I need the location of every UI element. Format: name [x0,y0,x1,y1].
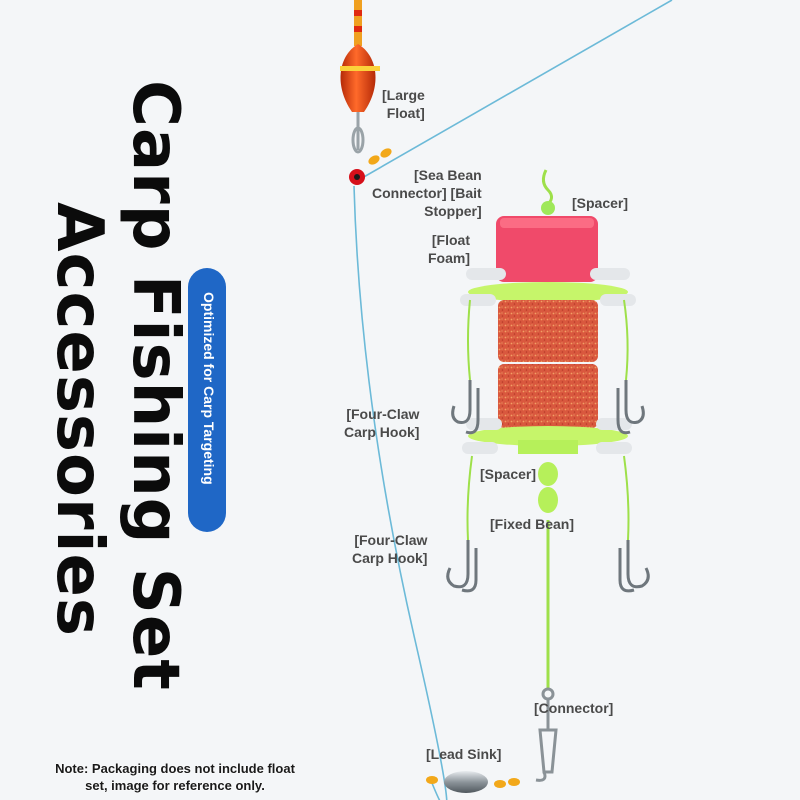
packaging-note: Note: Packaging does not include float s… [55,761,295,793]
label-four-claw-hook-lower: [Four-Claw Carp Hook] [352,532,428,566]
feature-badge-text: Optimized for Carp Targeting [201,292,217,485]
four-claw-hook-lower-icon [446,540,650,593]
lead-sink-icon [426,771,520,793]
label-four-claw-hook-upper: [Four-Claw Carp Hook] [344,406,420,440]
title-line-2: Accessories [42,202,116,637]
four-claw-hook-upper-icon [451,380,645,435]
carp-rig-assembly [460,169,636,541]
label-large-float: [Large Float] [382,87,425,121]
label-spacer-mid: [Spacer] [480,466,537,482]
label-float-foam: [Float Foam] [428,232,470,266]
large-float-icon [340,0,380,154]
label-connector: [Connector] [534,700,614,716]
label-lead-sink: [Lead Sink] [426,746,502,762]
label-spacer-top: [Spacer] [572,195,629,211]
connector-swivel-icon [535,687,558,782]
label-sea-bean-connector: [Sea Bean Connector] [Bait Stopper] [372,167,482,219]
sea-bean-connector-icon [349,148,392,185]
feature-badge: Optimized for Carp Targeting [188,268,226,532]
title-line-1: Carp Fishing Set [118,80,192,691]
page-title: Carp Fishing Set Accessories [30,60,192,691]
label-fixed-bean: [Fixed Bean] [490,516,575,532]
fishing-line [353,0,673,800]
